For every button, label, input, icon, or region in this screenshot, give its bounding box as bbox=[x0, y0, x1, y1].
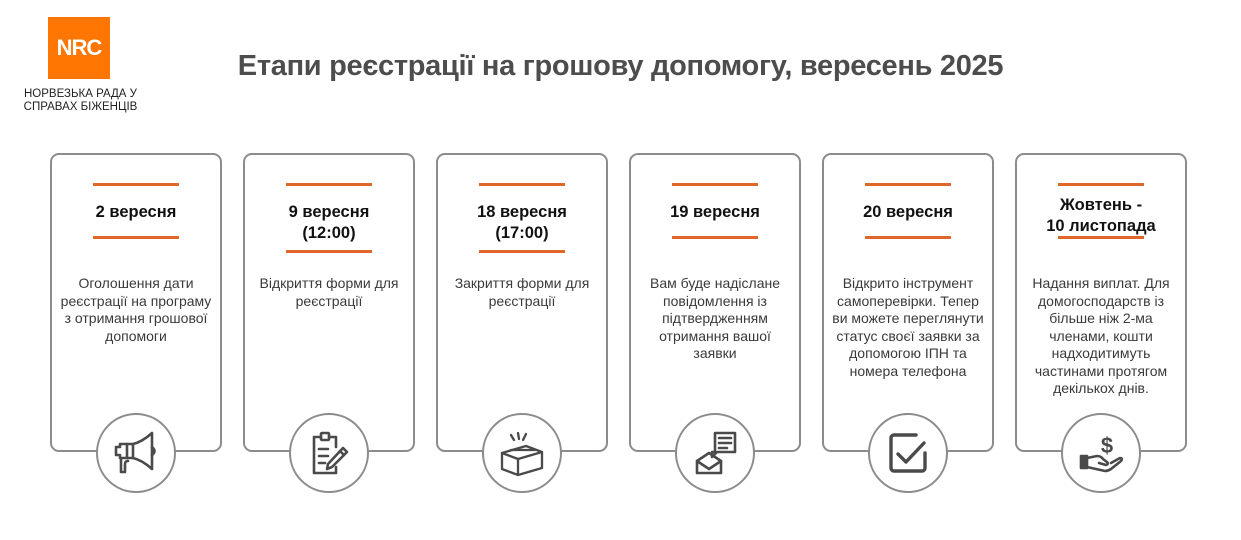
accent-bar-bottom bbox=[479, 250, 565, 253]
nrc-logo: NRC bbox=[48, 17, 110, 79]
step-description: Вам буде надіслане повідомлення із підтв… bbox=[650, 275, 780, 361]
accent-bar-top bbox=[865, 183, 951, 186]
step-date: 20 вересня bbox=[863, 203, 953, 221]
step-date: 19 вересня bbox=[670, 203, 760, 221]
step-date: 9 вересня bbox=[288, 203, 370, 221]
logo-text: NRC bbox=[56, 35, 103, 60]
accent-bar-bottom bbox=[93, 236, 179, 239]
step-card-3: 18 вересня (17:00) Закриття форми для ре… bbox=[436, 153, 608, 452]
accent-bar-top bbox=[286, 183, 372, 186]
step-card-5: 20 вересня Відкрито інструмент самоперев… bbox=[822, 153, 994, 452]
accent-bar-top bbox=[479, 183, 565, 186]
checkbox-icon bbox=[868, 413, 948, 493]
step-card-1: 2 вересня Оголошення дати реєстрації на … bbox=[50, 153, 222, 452]
step-time: (17:00) bbox=[495, 224, 549, 242]
step-card-6: Жовтень - 10 листопада Надання виплат. Д… bbox=[1015, 153, 1187, 452]
svg-text:$: $ bbox=[1101, 433, 1113, 458]
megaphone-icon bbox=[96, 413, 176, 493]
accent-bar-top bbox=[672, 183, 758, 186]
box-icon bbox=[482, 413, 562, 493]
org-name-line1: НОРВЕЗЬКА РАДА У bbox=[24, 88, 137, 100]
accent-bar-bottom bbox=[1058, 236, 1144, 239]
org-name-line2: СПРАВАХ БІЖЕНЦІВ bbox=[23, 101, 138, 113]
clipboard-edit-icon bbox=[289, 413, 369, 493]
hand-money-icon: $ bbox=[1061, 413, 1141, 493]
step-description: Оголошення дати реєстрації на програму з… bbox=[60, 275, 212, 344]
accent-bar-top bbox=[1058, 183, 1144, 186]
step-time: (12:00) bbox=[302, 224, 356, 242]
step-description: Відкриття форми для реєстрації bbox=[259, 275, 399, 309]
envelope-message-icon bbox=[675, 413, 755, 493]
org-name: НОРВЕЗЬКА РАДА У СПРАВАХ БІЖЕНЦІВ bbox=[18, 88, 143, 114]
step-card-4: 19 вересня Вам буде надіслане повідомлен… bbox=[629, 153, 801, 452]
step-description: Закриття форми для реєстрації bbox=[454, 275, 590, 309]
step-date-end: 10 листопада bbox=[1046, 217, 1156, 235]
accent-bar-bottom bbox=[865, 236, 951, 239]
step-description: Відкрито інструмент самоперевірки. Тепер… bbox=[832, 275, 984, 379]
accent-bar-top bbox=[93, 183, 179, 186]
accent-bar-bottom bbox=[286, 250, 372, 253]
step-card-2: 9 вересня (12:00) Відкриття форми для ре… bbox=[243, 153, 415, 452]
step-date: 2 вересня bbox=[95, 203, 177, 221]
step-date: Жовтень - bbox=[1059, 196, 1143, 214]
step-date: 18 вересня bbox=[477, 203, 567, 221]
step-description: Надання виплат. Для домогосподарств із б… bbox=[1032, 275, 1170, 396]
accent-bar-bottom bbox=[672, 236, 758, 239]
page-title: Етапи реєстрації на грошову допомогу, ве… bbox=[237, 50, 1004, 82]
